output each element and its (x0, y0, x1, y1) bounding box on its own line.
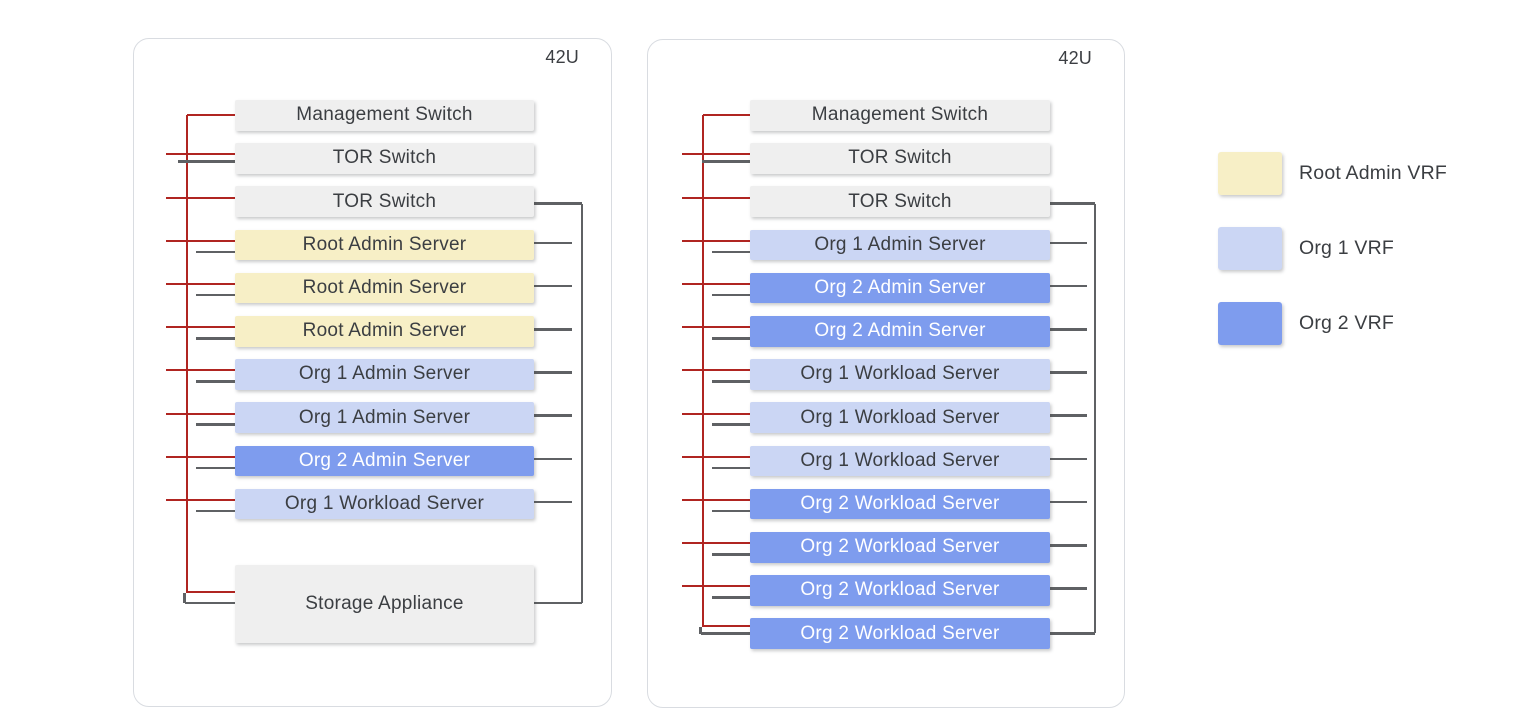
legend-item-org2-vrf: Org 2 VRF (1218, 302, 1394, 345)
org2-vrf-swatch (1218, 302, 1282, 345)
legend-item-root-admin-vrf: Root Admin VRF (1218, 152, 1447, 195)
legend-label: Org 2 VRF (1299, 312, 1394, 334)
rack-capacity-label: 42U (545, 47, 579, 67)
legend-label: Org 1 VRF (1299, 237, 1394, 259)
legend-label: Root Admin VRF (1299, 162, 1448, 184)
org1-vrf-swatch (1218, 227, 1282, 270)
rack-right: 42U (647, 39, 1125, 708)
root-admin-vrf-swatch (1218, 152, 1282, 195)
legend-item-org1-vrf: Org 1 VRF (1218, 227, 1394, 270)
rack-left: 42U (133, 38, 612, 707)
rack-capacity-label: 42U (1058, 48, 1092, 68)
